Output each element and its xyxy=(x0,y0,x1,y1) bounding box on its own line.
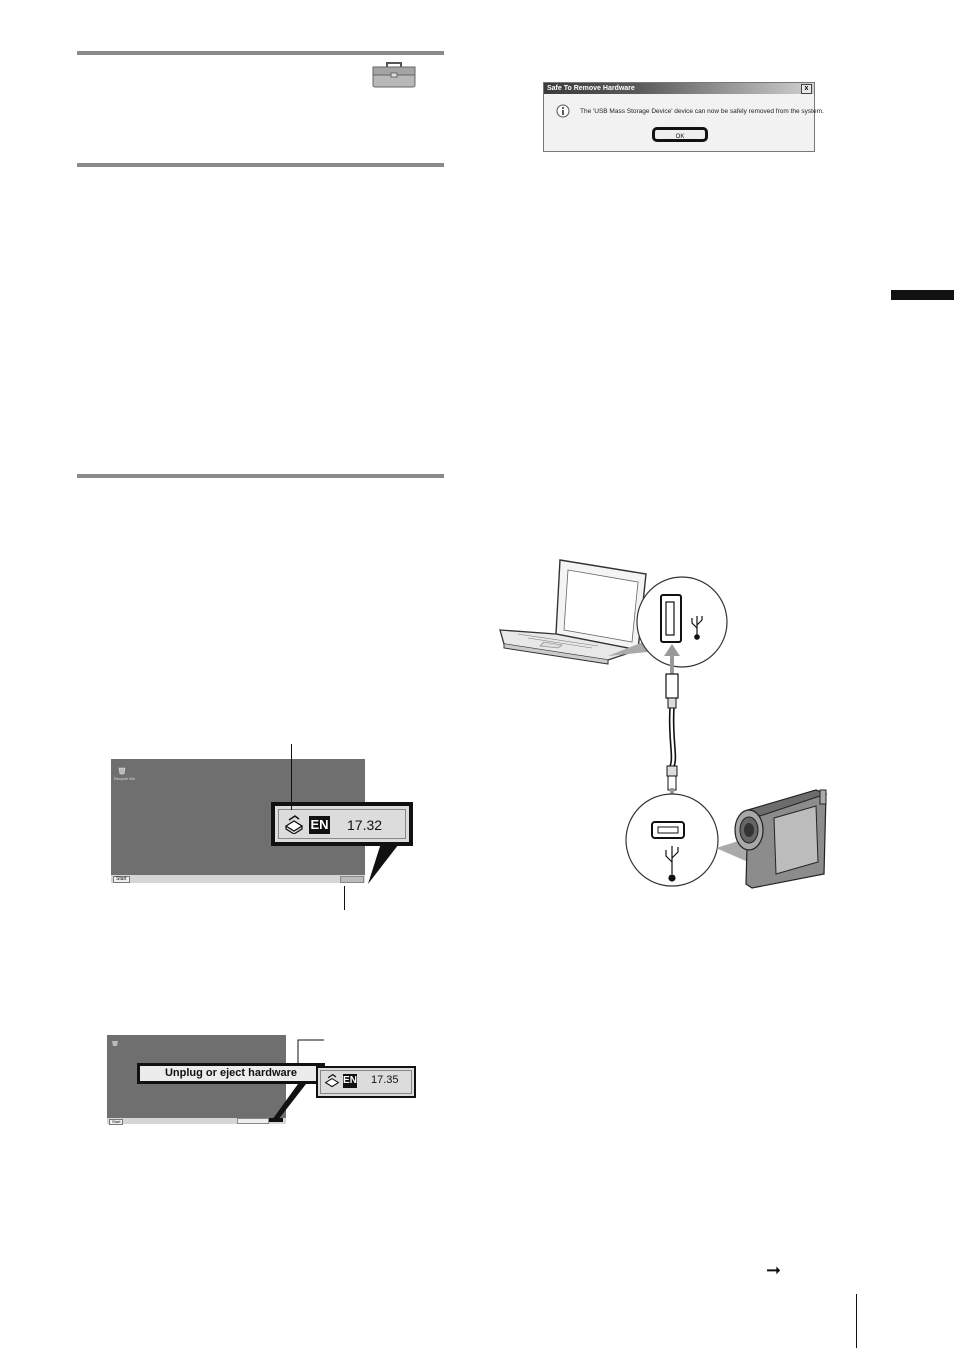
taskbar: Start xyxy=(111,875,365,883)
hardware-eject-icon[interactable] xyxy=(283,814,305,834)
tray-zoom-callout: EN 17.35 xyxy=(316,1066,416,1098)
tray-zoom-callout: EN 17.32 xyxy=(271,802,413,846)
hardware-eject-icon[interactable] xyxy=(323,1073,341,1089)
start-button[interactable]: Start xyxy=(109,1119,124,1125)
tray-clock: 17.32 xyxy=(347,817,383,833)
language-indicator[interactable]: EN xyxy=(343,1074,357,1088)
leader-line-icon xyxy=(291,744,292,810)
dialog-titlebar: Safe To Remove Hardware x xyxy=(544,83,814,94)
section-rule-3 xyxy=(77,474,444,478)
camcorder-illustration xyxy=(734,789,828,889)
laptop-illustration xyxy=(499,559,647,665)
page-number-rule xyxy=(856,1294,857,1348)
recycle-bin-icon xyxy=(112,1041,118,1046)
dialog-title: Safe To Remove Hardware xyxy=(547,85,635,92)
unplug-eject-tooltip: Unplug or eject hardware xyxy=(137,1063,325,1084)
usb-cable-illustration xyxy=(665,673,679,791)
dialog-close-button[interactable]: x xyxy=(801,84,812,94)
callout-pointer xyxy=(368,840,402,884)
mini-tooltip xyxy=(237,1118,269,1124)
ok-button[interactable]: OK xyxy=(652,127,708,142)
system-tray[interactable] xyxy=(340,876,364,883)
tray-clock: 17.35 xyxy=(371,1074,399,1086)
tray-zoom-inner: EN 17.35 xyxy=(320,1070,412,1094)
leader-line-tray xyxy=(344,886,345,910)
info-icon xyxy=(556,104,570,118)
section-tab-marker xyxy=(891,290,954,300)
leader-line-tooltip xyxy=(297,1039,324,1066)
safe-remove-dialog: Safe To Remove Hardware x The 'USB Mass … xyxy=(543,82,824,152)
next-page-arrow-icon: ➞ xyxy=(766,1260,782,1280)
desktop-icon-label: Recycle Bin xyxy=(114,776,136,781)
section-rule-1 xyxy=(77,51,444,55)
usb-connection-illustration xyxy=(499,559,828,889)
toolbox-icon xyxy=(372,62,416,88)
language-indicator[interactable]: EN xyxy=(309,816,330,834)
usb-icon xyxy=(691,616,703,640)
section-rule-2 xyxy=(77,163,444,167)
start-button[interactable]: Start xyxy=(113,876,130,883)
taskbar: Start xyxy=(107,1118,286,1125)
camera-port-zoom xyxy=(625,793,719,887)
usb-icon xyxy=(665,846,679,882)
recycle-bin-icon xyxy=(118,767,126,775)
callout-pointer xyxy=(272,1084,306,1120)
dialog-message: The 'USB Mass Storage Device' device can… xyxy=(580,108,824,115)
tray-zoom-inner: EN 17.32 xyxy=(278,809,406,839)
